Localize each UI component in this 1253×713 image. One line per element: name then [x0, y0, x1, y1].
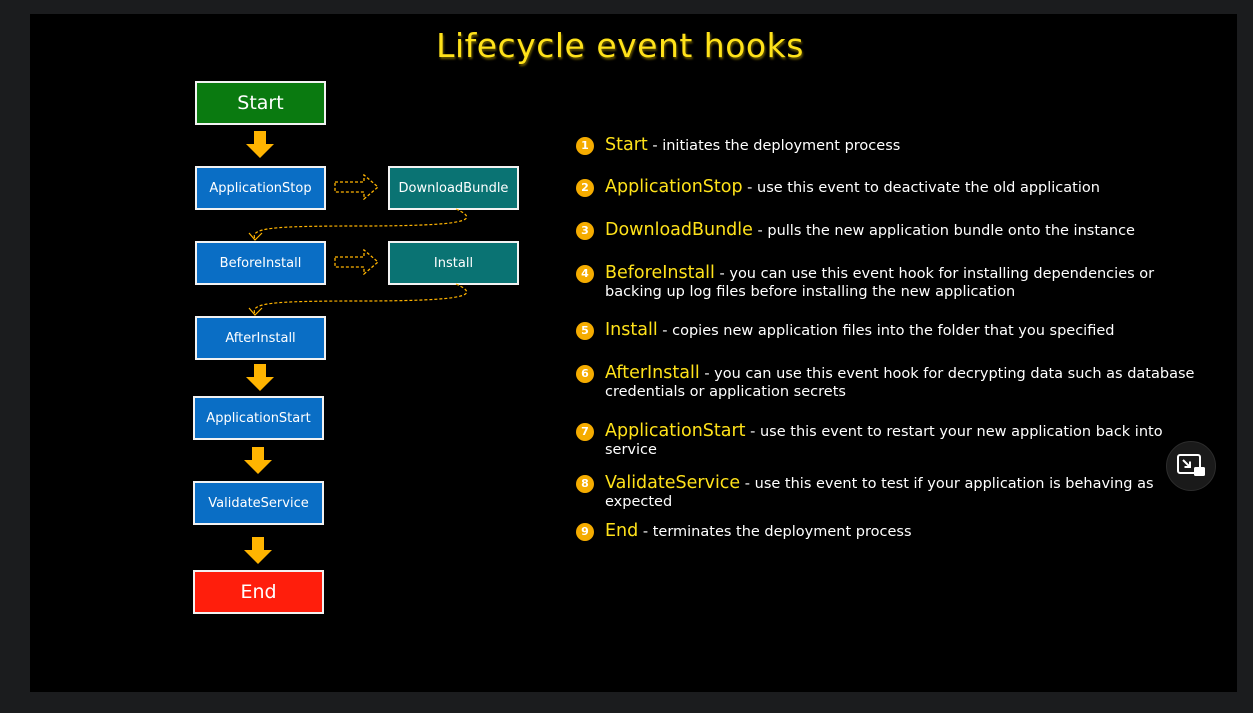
- hook-term: ApplicationStart: [605, 421, 746, 441]
- hook-description: - terminates the deployment process: [638, 524, 912, 540]
- number-bullet: 4: [576, 265, 594, 283]
- start-box: Start: [195, 81, 326, 125]
- hook-term: AfterInstall: [605, 363, 700, 383]
- hook-description: - use this event to test if your applica…: [605, 476, 1154, 510]
- application-start-box: ApplicationStart: [193, 396, 324, 440]
- hook-description: - you can use this event hook for instal…: [605, 266, 1155, 300]
- number-bullet: 7: [576, 423, 594, 441]
- down-arrow-icon: [246, 364, 274, 391]
- hook-term: Start: [605, 135, 648, 155]
- hook-term: DownloadBundle: [605, 220, 753, 240]
- slide: Lifecycle event hooks Start ApplicationS…: [30, 14, 1237, 692]
- hook-term: BeforeInstall: [605, 263, 715, 283]
- hook-description: - pulls the new application bundle onto …: [752, 223, 1135, 239]
- picture-in-picture-button[interactable]: [1166, 441, 1216, 491]
- before-install-box: BeforeInstall: [195, 241, 326, 285]
- slide-title: Lifecycle event hooks: [436, 26, 804, 65]
- number-bullet: 8: [576, 475, 594, 493]
- validate-service-box: ValidateService: [193, 481, 324, 525]
- number-bullet: 6: [576, 365, 594, 383]
- number-bullet: 9: [576, 523, 594, 541]
- number-bullet: 2: [576, 179, 594, 197]
- hook-description: - you can use this event hook for decryp…: [605, 366, 1195, 400]
- hook-term: ApplicationStop: [605, 177, 743, 197]
- number-bullet: 5: [576, 322, 594, 340]
- hook-term: End: [605, 521, 639, 541]
- picture-in-picture-icon: [1177, 454, 1205, 476]
- dashed-right-arrow-icon: [334, 249, 379, 275]
- hook-description: - copies new application files into the …: [657, 323, 1115, 339]
- end-box: End: [193, 570, 324, 614]
- after-install-box: AfterInstall: [195, 316, 326, 360]
- install-box: Install: [388, 241, 519, 285]
- hook-description: - use this event to deactivate the old a…: [742, 180, 1100, 196]
- dashed-right-arrow-icon: [334, 174, 379, 200]
- hook-description: - initiates the deployment process: [647, 138, 901, 154]
- number-bullet: 1: [576, 137, 594, 155]
- hook-term: Install: [605, 320, 658, 340]
- down-arrow-icon: [246, 131, 274, 158]
- hook-description: - use this event to restart your new app…: [605, 424, 1163, 458]
- download-bundle-box: DownloadBundle: [388, 166, 519, 210]
- down-arrow-icon: [244, 537, 272, 564]
- hook-term: ValidateService: [605, 473, 741, 493]
- application-stop-box: ApplicationStop: [195, 166, 326, 210]
- number-bullet: 3: [576, 222, 594, 240]
- down-arrow-icon: [244, 447, 272, 474]
